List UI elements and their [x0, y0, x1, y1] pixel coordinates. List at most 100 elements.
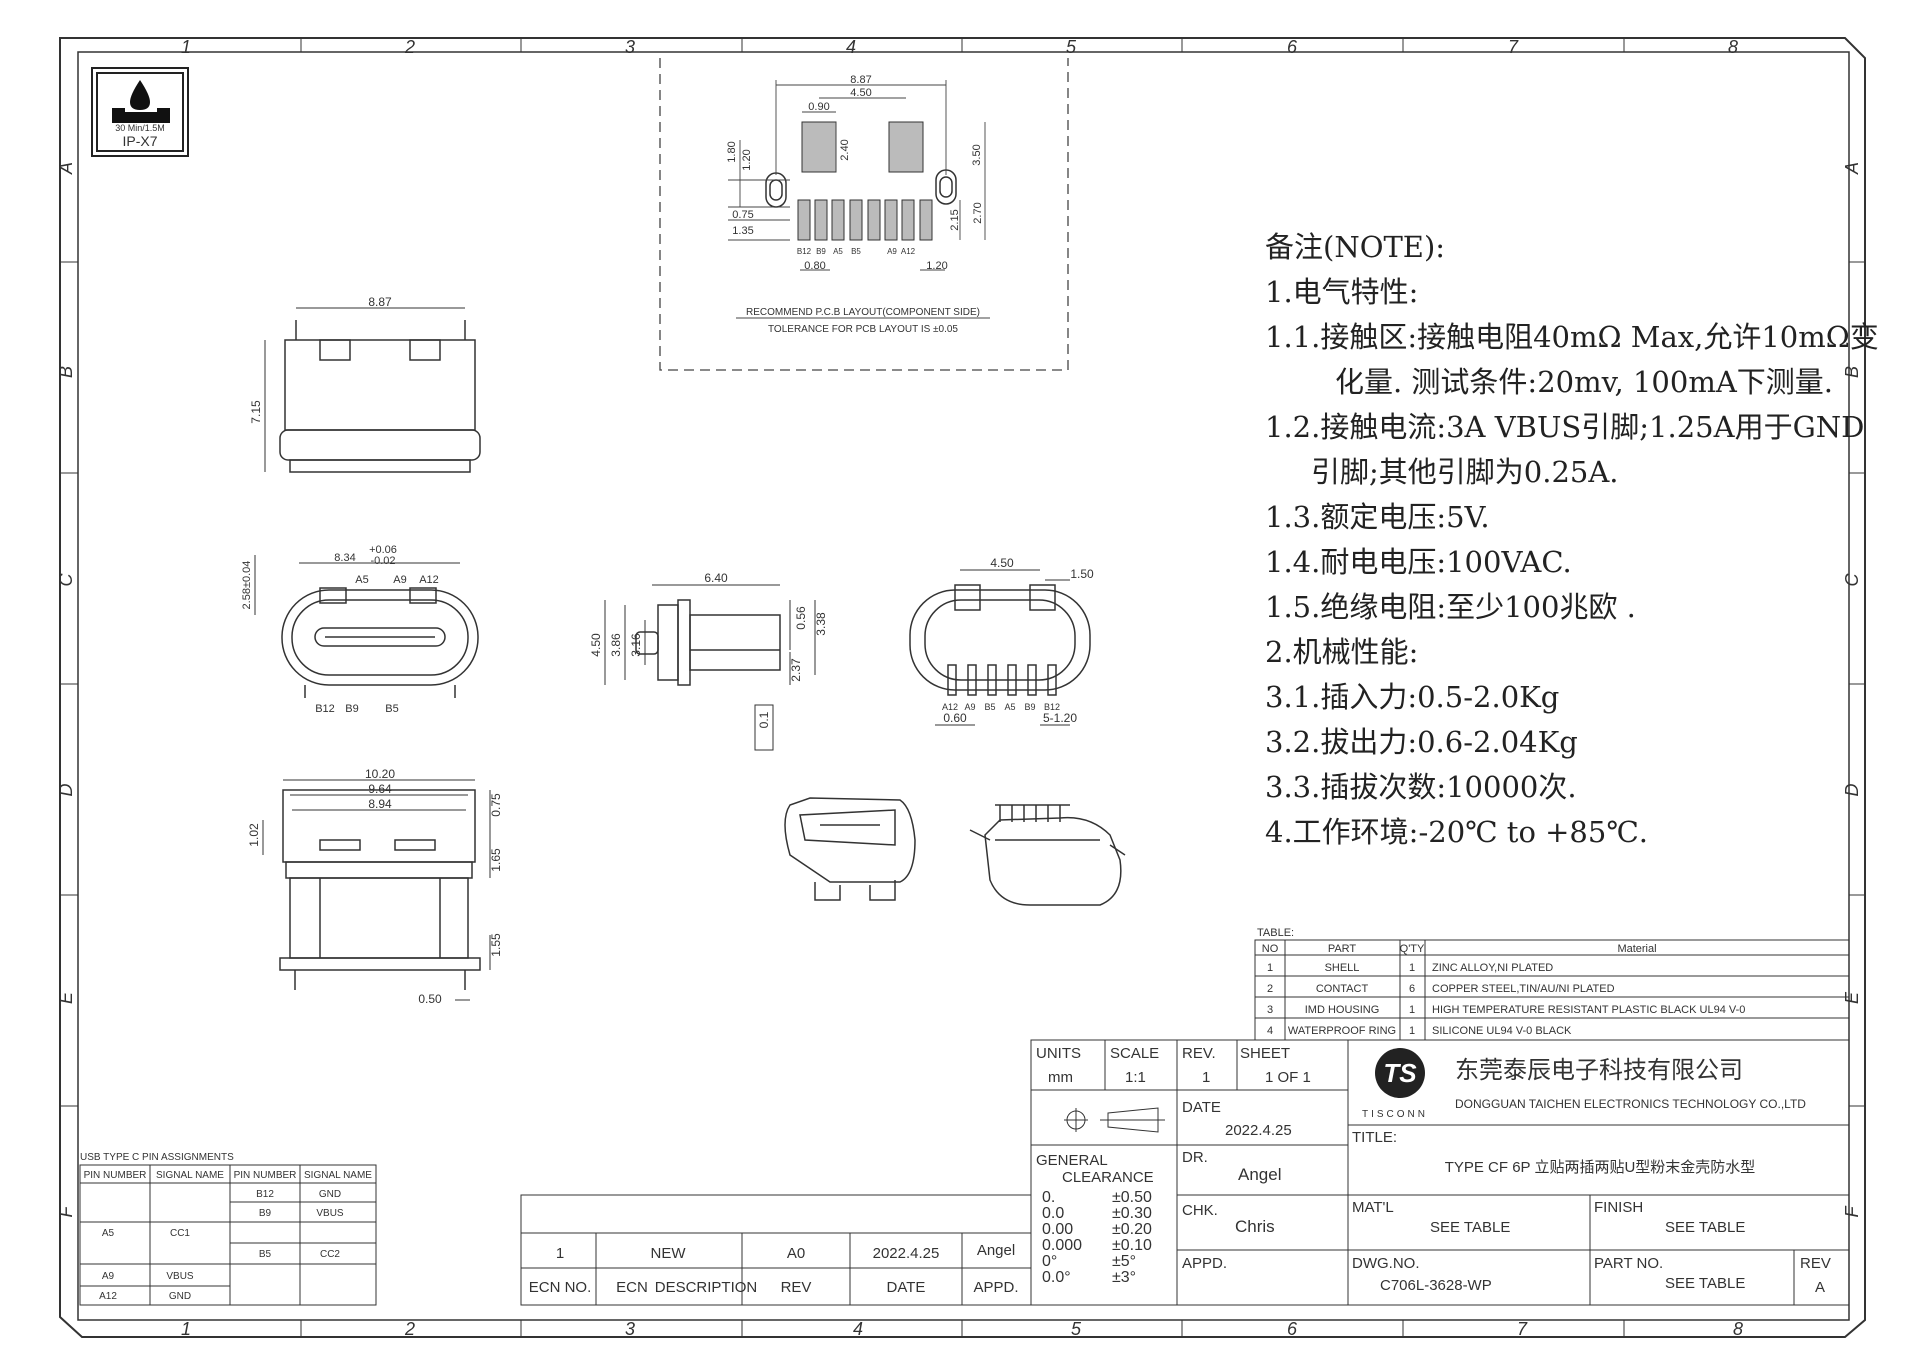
drawing-label: C: [56, 573, 76, 587]
drawing-label: SHEET: [1240, 1045, 1290, 1062]
drawing-label: Angel: [977, 1242, 1015, 1259]
drawing-label: PART NO.: [1594, 1255, 1663, 1272]
drawing-label: 0.80: [804, 260, 825, 272]
note-line: 1.4.耐电电压:100VAC.: [1265, 545, 1572, 579]
drawing-label: CC2: [320, 1249, 340, 1260]
drawing-label: 1.35: [732, 225, 753, 237]
drawing-label: 0.1: [757, 711, 771, 728]
drawing-label: 6.40: [704, 571, 728, 585]
drawing-label: 1: [1267, 962, 1273, 974]
drawing-label: 1: [556, 1245, 564, 1262]
drawing-label: PIN NUMBER: [234, 1170, 297, 1181]
drawing-label: SCALE: [1110, 1045, 1159, 1062]
drawing-label: 1.02: [247, 823, 261, 847]
drawing-label: 3: [1267, 1004, 1273, 1016]
drawing-label: 3.50: [971, 144, 983, 165]
drawing-label: TISCONN: [1362, 1109, 1428, 1120]
drawing-label: 3.86: [609, 633, 623, 657]
note-line: 1.电气特性:: [1265, 275, 1419, 309]
drawing-label: Material: [1617, 943, 1656, 955]
drawing-label: ZINC ALLOY,NI PLATED: [1432, 962, 1553, 974]
drawing-label: 0°: [1042, 1253, 1057, 1270]
drawing-label: 8.87: [368, 295, 392, 309]
drawing-label: 0.000: [1042, 1237, 1082, 1254]
drawing-label: 7.15: [249, 400, 263, 424]
drawing-label: 1.20: [741, 149, 753, 170]
drawing-label: 1.50: [1070, 567, 1094, 581]
notes-panel: 备注(NOTE): 1.电气特性: 1.1.接触区:接触电阻40mΩ Max,允…: [1265, 225, 1879, 855]
drawing-label: ECN: [616, 1279, 648, 1296]
drawing-label: B5: [984, 702, 995, 712]
drawing-label: E: [1842, 991, 1862, 1004]
drawing-label: B9: [259, 1208, 272, 1219]
drawing-label: 1.65: [489, 848, 503, 872]
drawing-label: C: [1842, 573, 1862, 587]
drawing-label: IP-X7: [122, 133, 157, 149]
drawing-label: 1: [181, 1319, 191, 1339]
drawing-label: B9: [345, 703, 358, 715]
drawing-label: 1 OF 1: [1265, 1069, 1311, 1086]
drawing-label: 2.15: [949, 209, 961, 230]
drawing-label: Q'TY: [1400, 943, 1425, 955]
drawing-label: 1: [181, 37, 191, 57]
drawing-label: B12: [315, 703, 335, 715]
drawing-label: SIGNAL NAME: [304, 1170, 372, 1181]
pin-assignment-table: [79, 1164, 377, 1306]
drawing-label: +0.06: [369, 544, 397, 556]
drawing-label: 8: [1728, 37, 1738, 57]
drawing-label: 2: [404, 37, 415, 57]
drawing-label: ±0.10: [1112, 1237, 1152, 1254]
drawing-label: A9: [102, 1271, 115, 1282]
tisconn-logo: TS: [1375, 1048, 1425, 1098]
note-line: 4.工作环境:-20℃ to +85℃.: [1265, 815, 1648, 849]
drawing-label: 4: [853, 1319, 863, 1339]
drawing-label: mm: [1048, 1069, 1073, 1086]
drawing-label: 东莞泰辰电子科技有限公司: [1455, 1057, 1743, 1084]
drawing-label: MAT'L: [1352, 1199, 1394, 1216]
drawing-label: A5: [102, 1228, 115, 1239]
drawing-label: DR.: [1182, 1149, 1208, 1166]
drawing-label: ±0.20: [1112, 1221, 1152, 1238]
drawing-label: Chris: [1235, 1217, 1275, 1236]
drawing-label: PART: [1328, 943, 1357, 955]
drawing-label: A12: [99, 1291, 117, 1302]
drawing-label: VBUS: [316, 1208, 344, 1219]
drawing-label: USB TYPE C PIN ASSIGNMENTS: [80, 1152, 234, 1163]
drawing-label: 1.80: [726, 141, 738, 162]
drawing-label: 2.70: [972, 202, 984, 223]
drawing-label: 6: [1287, 1319, 1298, 1339]
drawing-label: SILICONE UL94 V-0 BLACK: [1432, 1025, 1572, 1037]
drawing-label: B9: [1024, 702, 1035, 712]
drawing-label: 0.0: [1042, 1205, 1064, 1222]
drawing-label: 6: [1287, 37, 1298, 57]
drawing-label: B5: [385, 703, 398, 715]
drawing-label: ±0.50: [1112, 1189, 1152, 1206]
note-line: 1.1.接触区:接触电阻40mΩ Max,允许10mΩ变: [1265, 320, 1879, 354]
notes-title: 备注(NOTE):: [1265, 230, 1446, 264]
drawing-label: REV: [1800, 1255, 1831, 1272]
drawing-label: 3.38: [814, 612, 828, 636]
drawing-label: 5: [1071, 1319, 1082, 1339]
drawing-label: B5: [259, 1249, 272, 1260]
drawing-label: 2.37: [789, 658, 803, 682]
drawing-label: 2: [1267, 983, 1273, 995]
drawing-label: 0.: [1042, 1189, 1055, 1206]
drawing-label: B12: [797, 247, 812, 256]
water-drop-icon: [130, 80, 150, 110]
drawing-label: 3: [625, 37, 635, 57]
side-view: [264, 307, 481, 473]
drawing-label: 6: [1409, 983, 1415, 995]
drawing-label: B12: [256, 1189, 274, 1200]
drawing-label: A: [1842, 162, 1862, 175]
drawing-label: UNITS: [1036, 1045, 1081, 1062]
drawing-label: B5: [851, 247, 861, 256]
drawing-label: 30 Min/1.5M: [115, 123, 165, 133]
drawing-label: 3: [625, 1319, 635, 1339]
drawing-label: CONTACT: [1316, 983, 1369, 995]
drawing-label: DATE: [887, 1279, 926, 1296]
drawing-label: E: [56, 991, 76, 1004]
drawing-label: B12: [1044, 702, 1060, 712]
drawing-label: VBUS: [166, 1271, 194, 1282]
